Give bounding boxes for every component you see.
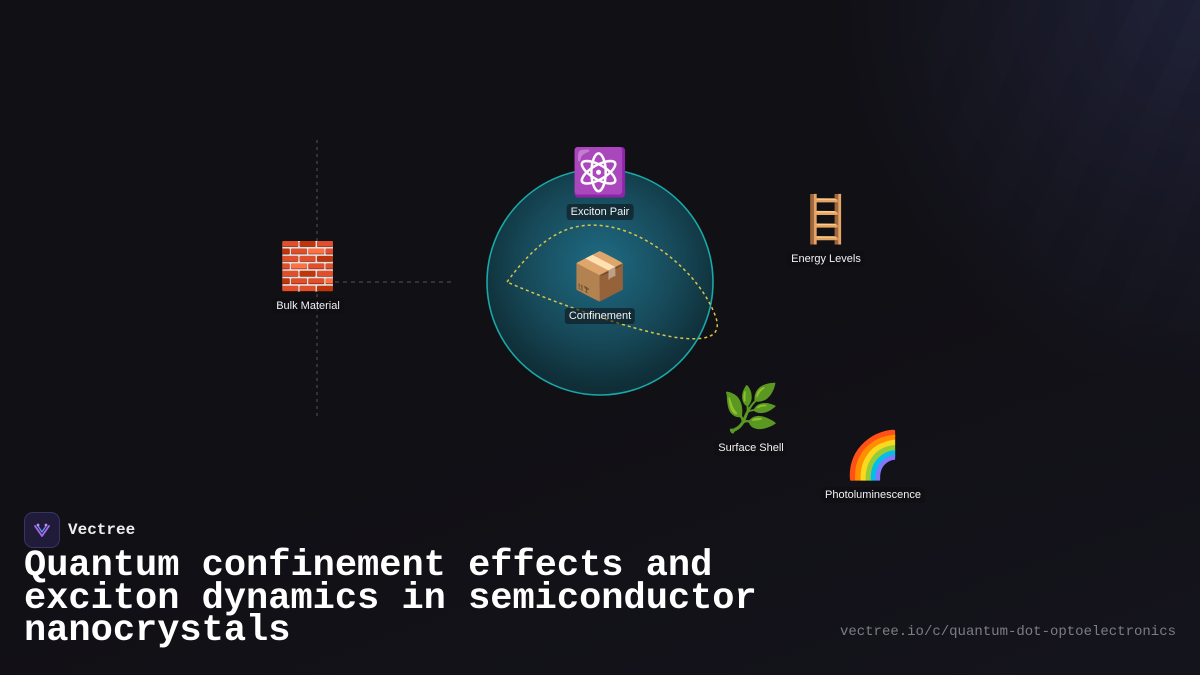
background-rays <box>640 0 1200 675</box>
node-label: Surface Shell <box>714 440 788 456</box>
brand-name: Vectree <box>68 521 136 539</box>
brick-icon: 🧱 <box>279 239 337 293</box>
node-label: Exciton Pair <box>566 204 634 220</box>
source-url[interactable]: vectree.io/c/quantum-dot-optoelectronics <box>839 624 1176 640</box>
ladder-icon: 🪜 <box>797 192 855 246</box>
node-surface-shell: 🌿 Surface Shell <box>714 381 788 456</box>
node-label: Energy Levels <box>787 251 865 267</box>
package-icon: 📦 <box>571 249 629 303</box>
node-energy-levels: 🪜 Energy Levels <box>787 193 865 267</box>
node-confinement: 📦 Confinement <box>564 249 636 324</box>
confinement-sphere <box>486 168 714 396</box>
node-photoluminescence: 🌈 Photoluminescence <box>820 428 926 503</box>
node-label: Bulk Material <box>272 298 344 314</box>
node-label: Photoluminescence <box>820 487 926 503</box>
node-bulk-material: 🧱 Bulk Material <box>272 240 344 314</box>
herb-icon: 🌿 <box>722 381 780 435</box>
rainbow-icon: 🌈 <box>844 428 902 482</box>
page-title: Quantum confinement effects and exciton … <box>24 545 757 652</box>
brand: Vectree <box>24 512 135 548</box>
atom-icon: ⚛️ <box>571 145 629 199</box>
node-label: Confinement <box>564 308 636 324</box>
vectree-logo-icon <box>24 512 60 548</box>
node-exciton-pair: ⚛️ Exciton Pair <box>566 145 634 220</box>
